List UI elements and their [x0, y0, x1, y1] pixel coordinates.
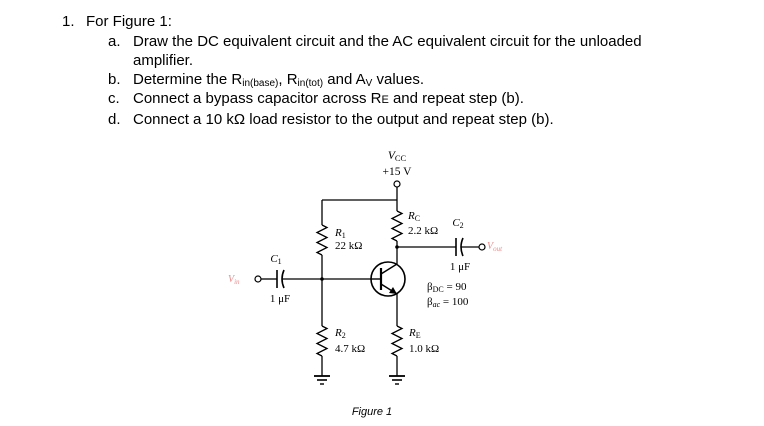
vcc-label: VCC	[388, 150, 407, 163]
question-number: 1.	[62, 13, 75, 30]
item-label: c.	[108, 90, 120, 107]
item-c: c. Connect a bypass capacitor across RE …	[62, 89, 752, 110]
vin-label: Vin	[228, 274, 240, 286]
vout-terminal	[478, 243, 486, 251]
r1-value: 22 kΩ	[335, 240, 362, 252]
beta-dc-label: βDC = 90	[427, 281, 467, 294]
item-text: Determine the Rin(base), Rin(tot) and AV…	[133, 71, 425, 89]
item-text: Connect a 10 kΩ load resistor to the out…	[133, 111, 554, 128]
item-d: d. Connect a 10 kΩ load resistor to the …	[62, 110, 752, 129]
supply-rail	[322, 187, 398, 201]
item-a: a. Draw the DC equivalent circuit and th…	[62, 32, 752, 70]
question-header: 1. For Figure 1:	[62, 12, 752, 32]
re-ground-icon	[389, 375, 405, 385]
item-text: Connect a bypass capacitor across RE and…	[133, 90, 524, 107]
question-title: For Figure 1:	[86, 13, 172, 30]
r2-ground-icon	[314, 375, 330, 385]
item-text-continued: amplifier.	[133, 52, 194, 69]
npn-transistor-icon	[370, 261, 406, 297]
item-label: a.	[108, 33, 121, 50]
beta-ac-label: βac = 100	[427, 296, 469, 309]
vin-terminal	[254, 275, 262, 283]
item-b: b. Determine the Rin(base), Rin(tot) and…	[62, 70, 752, 89]
vout-label: Vout	[487, 241, 503, 253]
r1-label: R1	[334, 227, 346, 240]
r2-resistor	[315, 325, 329, 357]
figure-caption: Figure 1	[352, 406, 392, 418]
rc-label: RC	[407, 210, 420, 223]
rc-resistor	[390, 210, 404, 242]
question-block: 1. For Figure 1: a. Draw the DC equivale…	[62, 12, 752, 129]
c2-value: 1 μF	[450, 261, 470, 273]
r2-value: 4.7 kΩ	[335, 343, 365, 355]
re-value: 1.0 kΩ	[409, 343, 439, 355]
r1-resistor	[315, 224, 329, 256]
vcc-terminal	[393, 180, 401, 188]
rc-value: 2.2 kΩ	[408, 225, 438, 237]
item-label: d.	[108, 111, 121, 128]
c1-label: C1	[270, 253, 281, 266]
item-text: Draw the DC equivalent circuit and the A…	[133, 33, 642, 50]
re-label: RE	[408, 327, 421, 340]
r2-label: R2	[334, 327, 346, 340]
c1-value: 1 μF	[270, 293, 290, 305]
item-label: b.	[108, 71, 121, 88]
vcc-value: +15 V	[383, 166, 413, 178]
re-resistor	[390, 325, 404, 357]
c2-label: C2	[452, 217, 463, 230]
